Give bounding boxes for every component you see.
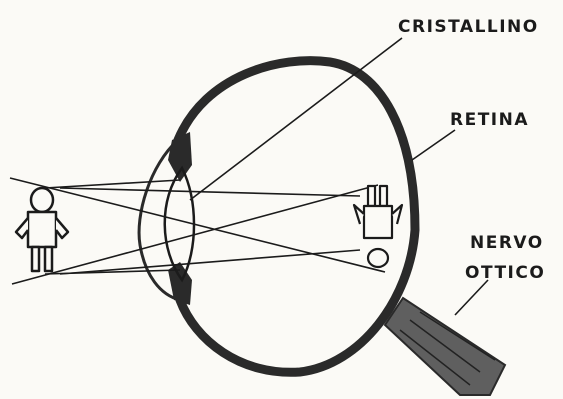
- retina-leader-line: [412, 130, 455, 160]
- retina-label: RETINA: [450, 110, 529, 130]
- image-leg-right: [380, 186, 387, 206]
- iris-top: [168, 132, 192, 182]
- person-leg-right: [45, 247, 52, 271]
- image-arm-right: [392, 205, 402, 224]
- inverted-image: [354, 186, 402, 267]
- lens-label: CRISTALLINO: [398, 17, 539, 37]
- optic-nerve-leader-line: [455, 280, 488, 315]
- optic-nerve: [385, 298, 505, 395]
- optic-nerve-label-line1: NERVO: [470, 233, 544, 253]
- person-arm-left: [16, 218, 28, 238]
- ray: [60, 250, 360, 274]
- image-arm-left: [354, 205, 364, 224]
- person-leg-left: [32, 247, 39, 271]
- image-body: [364, 206, 392, 238]
- image-head: [368, 249, 388, 267]
- person-figure: [16, 188, 68, 271]
- ray: [60, 188, 360, 196]
- ray: [45, 180, 180, 188]
- person-body: [28, 212, 56, 247]
- person-arm-right: [56, 218, 68, 238]
- person-head: [31, 188, 53, 212]
- optic-nerve-label-line2: OTTICO: [465, 263, 545, 283]
- image-leg-left: [368, 186, 375, 206]
